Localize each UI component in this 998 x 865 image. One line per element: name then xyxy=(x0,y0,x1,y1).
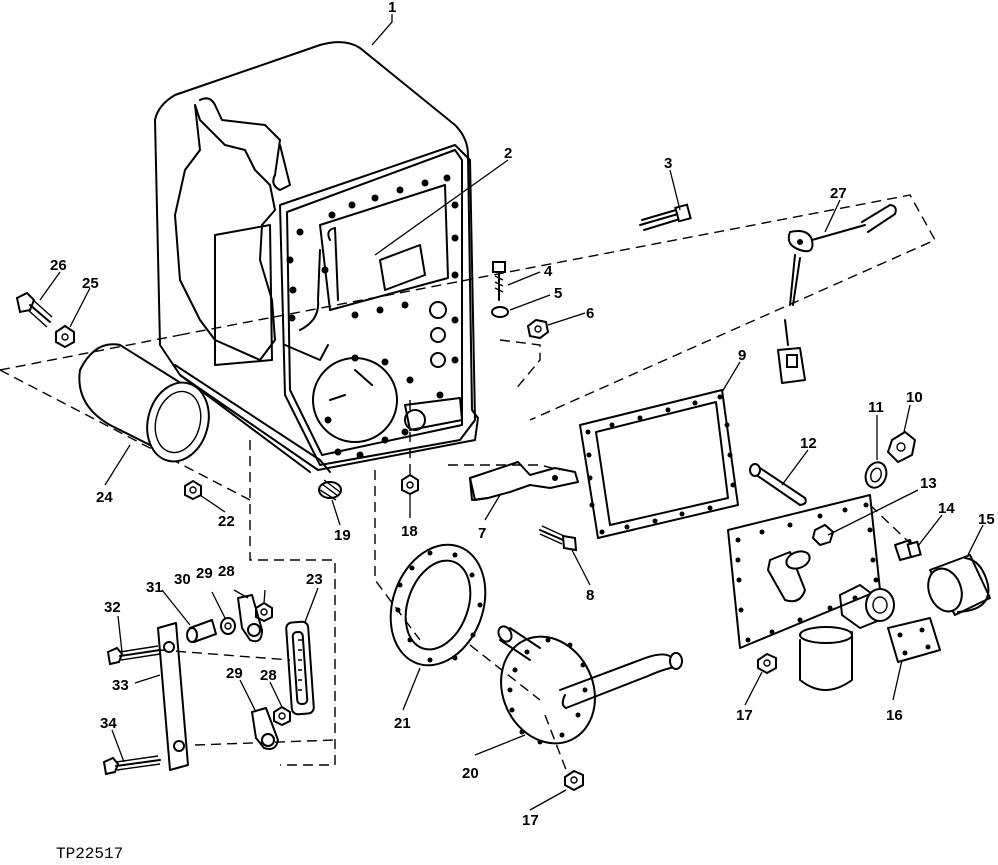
bolt-8 xyxy=(539,525,578,552)
housing-assembly xyxy=(154,41,479,473)
fitting-10 xyxy=(886,430,917,464)
bolt-3 xyxy=(639,203,692,231)
callout-29-bottom: 29 xyxy=(226,665,243,682)
callout-21: 21 xyxy=(394,715,411,732)
callout-25: 25 xyxy=(82,275,99,292)
callout-17-second: 17 xyxy=(522,812,539,829)
callout-7: 7 xyxy=(478,525,486,542)
callout-9: 9 xyxy=(738,347,746,364)
clip-29-b xyxy=(251,707,279,750)
callout-32: 32 xyxy=(104,599,121,616)
cover-plate-13 xyxy=(727,494,895,691)
callout-4: 4 xyxy=(544,263,553,280)
spacer-31 xyxy=(186,619,217,643)
plug-19 xyxy=(318,479,342,501)
callout-3: 3 xyxy=(664,155,672,172)
callout-2: 2 xyxy=(504,145,512,162)
leader-lines xyxy=(39,14,984,811)
callout-29-top: 29 xyxy=(196,565,213,582)
plug-14 xyxy=(894,539,922,561)
callout-numbers: 1 2 3 4 5 6 7 8 9 10 11 12 13 14 15 16 1… xyxy=(50,0,995,829)
washer-5 xyxy=(491,306,509,318)
housing-bolt-heads xyxy=(286,174,459,459)
callout-26: 26 xyxy=(50,257,67,274)
o-ring-11 xyxy=(864,461,888,489)
callout-30: 30 xyxy=(174,571,191,588)
callout-15: 15 xyxy=(978,511,995,528)
nut-6 xyxy=(526,318,550,340)
callout-28-bottom: 28 xyxy=(260,667,277,684)
washer-25 xyxy=(55,324,75,349)
callout-11: 11 xyxy=(868,399,884,416)
callout-14: 14 xyxy=(938,500,955,517)
callout-10: 10 xyxy=(906,389,923,406)
filter-15 xyxy=(927,554,991,616)
callout-17: 17 xyxy=(736,707,753,724)
callout-18: 18 xyxy=(401,523,418,540)
callout-33: 33 xyxy=(112,677,129,694)
callout-6: 6 xyxy=(586,305,594,322)
callout-19: 19 xyxy=(334,527,351,544)
callout-22: 22 xyxy=(218,513,235,530)
gasket-9 xyxy=(579,389,739,539)
plate-16 xyxy=(887,617,941,663)
strap-33 xyxy=(157,622,189,771)
bolt-34 xyxy=(102,755,161,776)
callout-20: 20 xyxy=(462,765,479,782)
callout-5: 5 xyxy=(554,285,562,302)
callout-13: 13 xyxy=(920,475,937,492)
nut-18 xyxy=(401,473,419,496)
nut-17-a xyxy=(757,652,777,675)
gasket-21 xyxy=(389,543,487,667)
bracket-7 xyxy=(469,461,579,501)
callout-24: 24 xyxy=(96,489,113,506)
figure-id: TP22517 xyxy=(56,845,124,863)
callout-1: 1 xyxy=(388,0,396,16)
bolt-4 xyxy=(492,261,506,301)
sender-27 xyxy=(777,204,897,384)
suction-tube-20 xyxy=(497,625,683,745)
callout-16: 16 xyxy=(886,707,903,724)
cylinder-24 xyxy=(78,343,210,463)
callout-28-top: 28 xyxy=(218,563,235,580)
clip-29-a xyxy=(237,594,263,643)
nut-17-b xyxy=(564,769,584,792)
washer-30 xyxy=(220,617,236,635)
callout-31: 31 xyxy=(146,579,163,596)
sight-gauge-23 xyxy=(285,620,315,716)
callout-27: 27 xyxy=(830,185,847,202)
callout-23: 23 xyxy=(306,571,323,588)
callout-8: 8 xyxy=(586,587,594,604)
pin-12 xyxy=(749,463,807,506)
assembly-dashed-lines xyxy=(0,194,936,781)
callout-12: 12 xyxy=(800,435,817,452)
bolt-32 xyxy=(106,645,161,666)
nut-22 xyxy=(184,479,202,501)
bolt-26 xyxy=(15,291,53,328)
callout-34: 34 xyxy=(100,715,117,732)
nut-28-b xyxy=(273,705,291,727)
